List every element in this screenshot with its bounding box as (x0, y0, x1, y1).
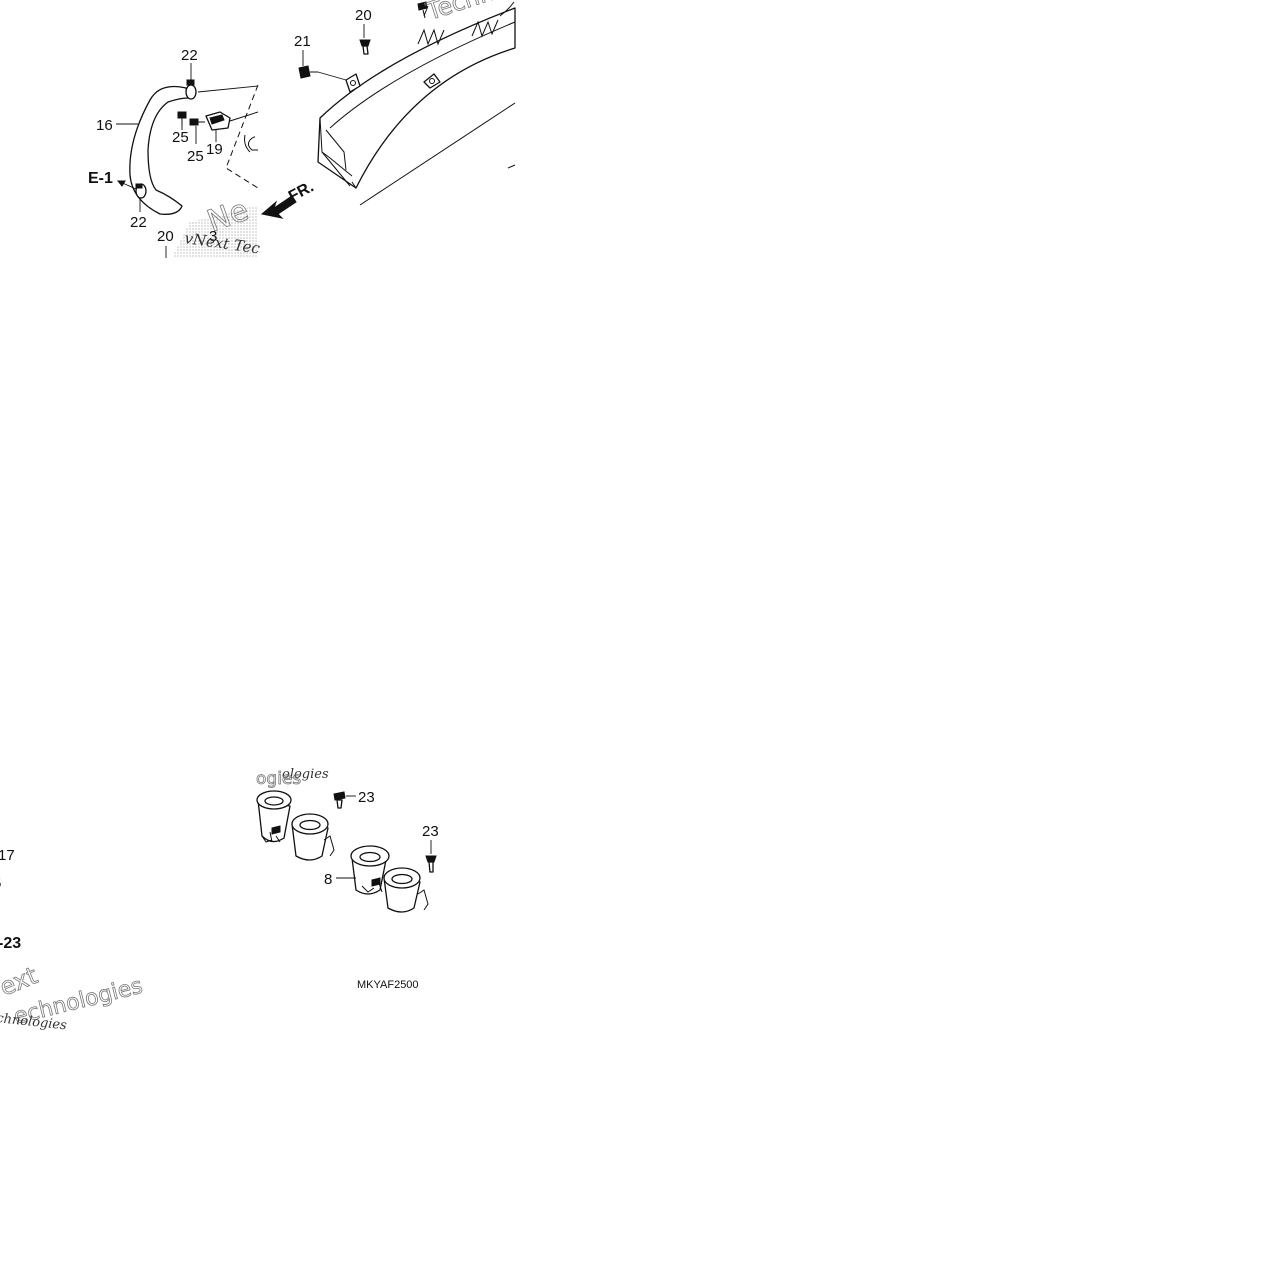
intake-funnel-pair-lower (350, 845, 429, 913)
front-direction-arrow (260, 195, 297, 219)
clamp-22-top (185, 79, 197, 100)
screw-23-a (333, 791, 346, 809)
bolt-21 (298, 65, 318, 79)
clamp-22-bottom (135, 183, 147, 199)
airbox-dashed-inner (249, 136, 259, 141)
callout-23-b: 23 (422, 823, 439, 840)
left-edge-fragments: 17 5 -23 ext echnologies chnologies (0, 847, 146, 1033)
callout-25-b: 25 (187, 148, 204, 165)
callout-21: 21 (294, 33, 311, 50)
callout-25-a: 25 (172, 129, 189, 146)
watermark-ogies-outline: ogies (256, 769, 301, 789)
arrow-e1 (116, 180, 137, 190)
watermark-chnologies: chnologies (0, 1011, 68, 1033)
screw-top (417, 1, 428, 19)
airbox-edge-line (244, 134, 251, 153)
callout-17-partial: 17 (0, 847, 15, 864)
air-duct-cover (317, 1, 516, 206)
dotted-watermark-area (172, 205, 258, 258)
top-middle-panel: 20 21 FR. Techn (260, 0, 516, 219)
airbox-dashed-outline (225, 84, 259, 189)
sensor-19 (205, 111, 259, 131)
leader-21-to-part (317, 71, 347, 81)
bolt-25-b (189, 118, 205, 126)
bolt-20-top (359, 39, 371, 55)
reference-e1: E-1 (88, 170, 113, 187)
callout-3-partial: 3 (209, 228, 217, 245)
callout-16: 16 (96, 117, 113, 134)
callout-8: 8 (324, 871, 332, 888)
callout-22-bottom: 22 (130, 214, 147, 231)
watermark-ologies: ologies (282, 767, 329, 782)
callout-partial-left: 5 (0, 875, 1, 892)
callout-20-top: 20 (355, 7, 372, 24)
reference-e23-partial: -23 (0, 935, 21, 952)
screw-23-b (425, 855, 437, 873)
bottom-panel: ologies ogies (256, 767, 439, 991)
callout-22-top: 22 (181, 47, 198, 64)
callout-20-bottom: 20 (157, 228, 174, 245)
callout-23-a: 23 (358, 789, 375, 806)
airbox-edge-detail (247, 139, 258, 151)
leader-22-top-line (197, 85, 259, 93)
drawing-code: MKYAF2500 (357, 979, 419, 991)
callout-19: 19 (206, 141, 223, 158)
intake-funnel-pair-upper (256, 790, 335, 861)
bolt-25-a (177, 111, 187, 126)
watermark-ext: ext (0, 961, 41, 1001)
hose-16 (129, 85, 189, 215)
top-left-panel: Ne (88, 47, 262, 258)
